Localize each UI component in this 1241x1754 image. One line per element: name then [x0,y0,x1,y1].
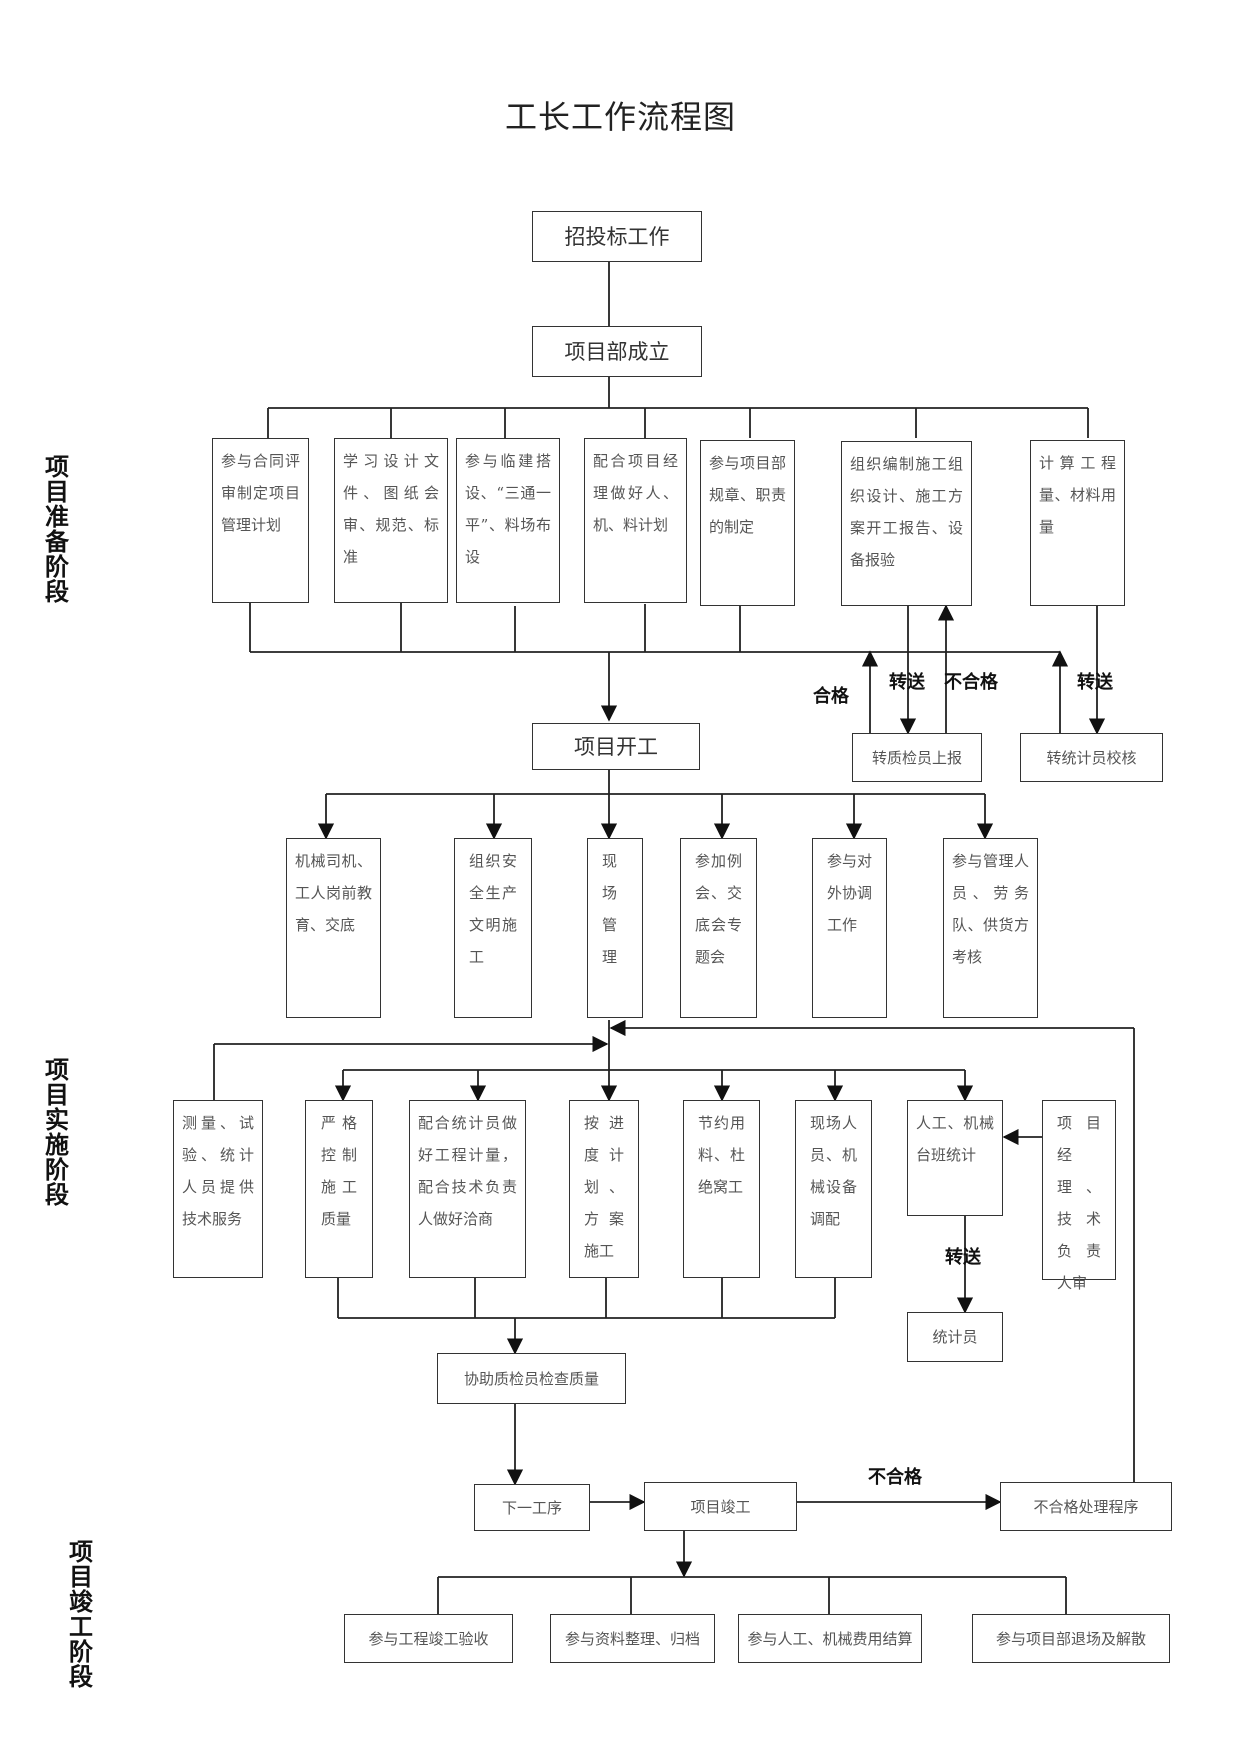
node-c4: 参与项目部退场及解散 [972,1614,1170,1663]
node-s3: 现场管理 [587,838,643,1018]
node-dept-setup: 项目部成立 [532,326,702,377]
phase-label-done: 项目竣工阶段 [69,1538,93,1691]
edge-label-pass: 合格 [813,686,849,707]
edge-label-fail2: 不合格 [868,1467,922,1488]
node-s1: 机械司机、工人岗前教育、交底 [286,838,381,1018]
node-p5: 参与项目部规章、职责的制定 [700,440,795,606]
node-s6: 参与管理人员、劳务队、供货方考核 [943,838,1038,1018]
node-p3: 参与临建搭设、“三通一平”、料场布设 [456,438,560,603]
page-title: 工长工作流程图 [504,98,736,136]
node-i3: 按进度计划、方案施工 [569,1100,639,1278]
node-p1: 参与合同评审制定项目管理计划 [212,438,309,603]
phase-label-impl: 项目实施阶段 [45,1056,69,1209]
node-i6: 人工、机械台班统计 [907,1100,1003,1216]
node-statistician: 统计员 [907,1312,1003,1362]
node-s4: 参加例会、交底会专题会 [680,838,757,1018]
node-completion: 项目竣工 [644,1482,797,1531]
node-i0: 测量、试验、统计人员提供技术服务 [173,1100,263,1278]
node-i4: 节约用料、杜绝窝工 [683,1100,760,1278]
node-c3: 参与人工、机械费用结算 [738,1614,922,1663]
node-p6: 组织编制施工组织设计、施工方案开工报告、设备报验 [841,441,972,606]
node-p2: 学习设计文件、图纸会审、规范、标准 [334,438,448,603]
node-nonconform: 不合格处理程序 [1000,1482,1172,1531]
edge-label-forward2: 转送 [1077,672,1113,693]
node-c2: 参与资料整理、归档 [550,1614,715,1663]
node-p4: 配合项目经理做好人、机、料计划 [584,438,687,603]
node-next-step: 下一工序 [474,1484,590,1531]
node-p7: 计算工程量、材料用量 [1030,440,1125,606]
node-assist-qc: 协助质检员检查质量 [437,1353,626,1404]
edge-label-forward3: 转送 [945,1247,981,1268]
node-project-start: 项目开工 [532,723,700,770]
node-i5: 现场人员、机械设备调配 [795,1100,872,1278]
edge-label-forward1: 转送 [889,672,925,693]
node-i1: 严格控制施工质量 [305,1100,373,1278]
node-s5: 参与对外协调工作 [812,838,887,1018]
node-c1: 参与工程竣工验收 [344,1614,513,1663]
node-quality-report: 转质检员上报 [852,733,982,782]
node-i7: 项目经理、技术负责人审 [1042,1100,1116,1292]
edge-label-fail1: 不合格 [944,672,998,693]
phase-label-prep: 项目准备阶段 [45,453,69,606]
node-stat-check: 转统计员校核 [1020,733,1163,782]
node-bidding: 招投标工作 [532,211,702,262]
node-s2: 组织安全生产文明施工 [454,838,532,1018]
node-i2: 配合统计员做好工程计量，配合技术负责人做好洽商 [409,1100,526,1278]
